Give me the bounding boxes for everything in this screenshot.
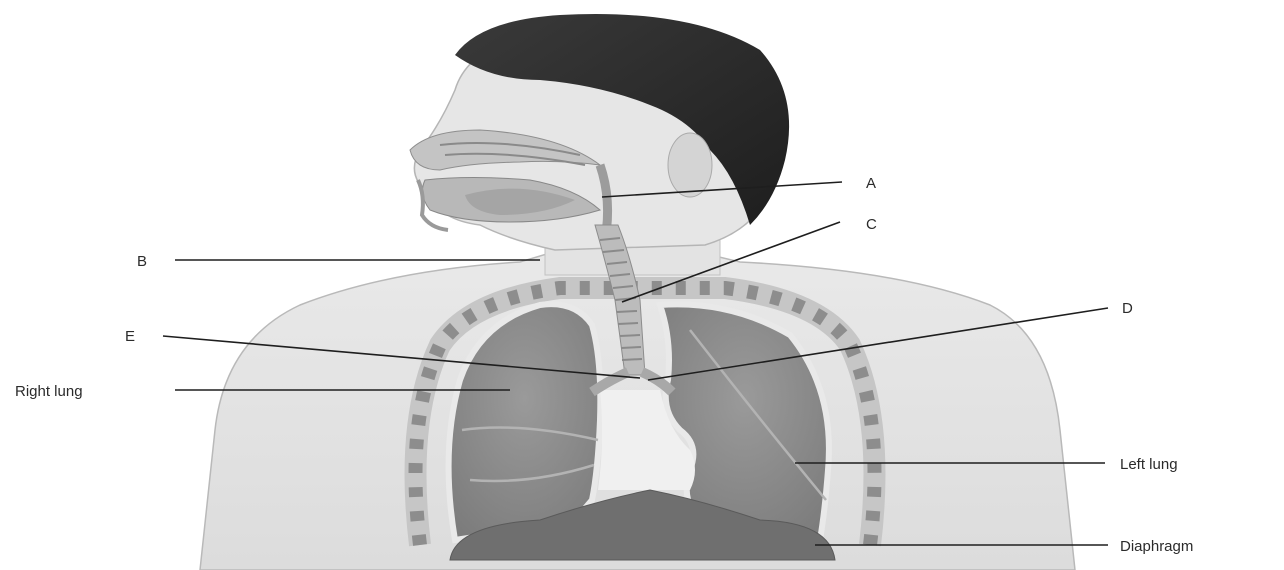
label-diaphragm: Diaphragm <box>1120 538 1193 555</box>
label-d: D <box>1122 300 1133 317</box>
label-left-lung: Left lung <box>1120 456 1178 473</box>
ear-shape <box>668 133 712 197</box>
label-e: E <box>125 328 135 345</box>
label-c: C <box>866 216 877 233</box>
label-right-lung: Right lung <box>15 383 83 400</box>
label-b: B <box>137 253 147 270</box>
label-a: A <box>866 175 876 192</box>
